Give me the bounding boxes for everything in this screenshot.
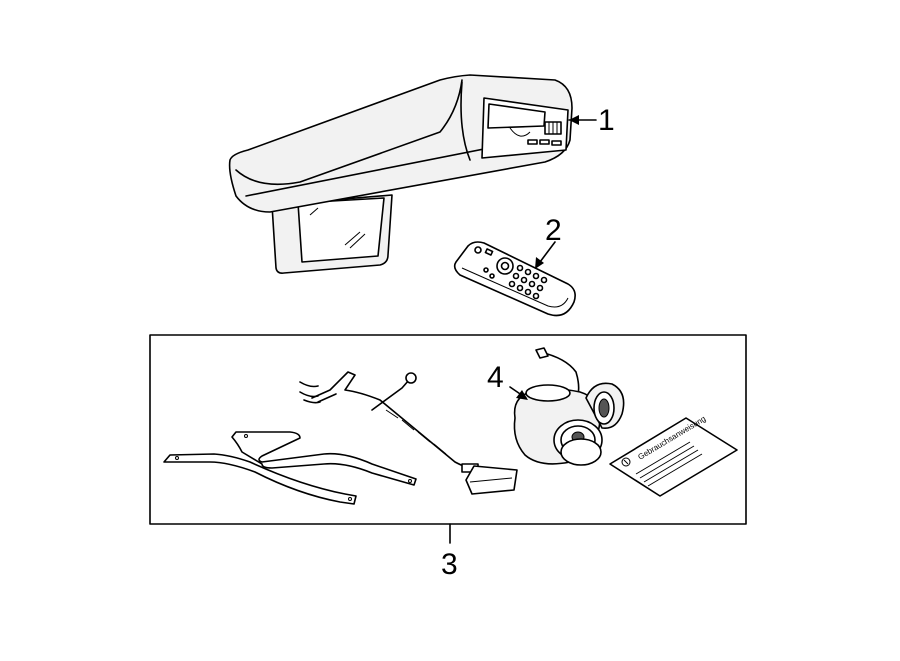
owners-manual-icon: Gebrauchsanweisung [609,414,738,497]
wiring-harness-icon [299,371,518,495]
kit-frame [149,334,747,525]
headphones-icon [513,347,625,466]
remote-control-icon [453,241,576,317]
mounting-bracket-icon [163,431,417,505]
callout-4-label: 4 [487,361,504,394]
callout-3-label: 3 [441,548,458,581]
callout-2-label: 2 [545,214,562,247]
callout-1-label: 1 [598,104,615,137]
overhead-dvd-console-icon [228,74,573,274]
